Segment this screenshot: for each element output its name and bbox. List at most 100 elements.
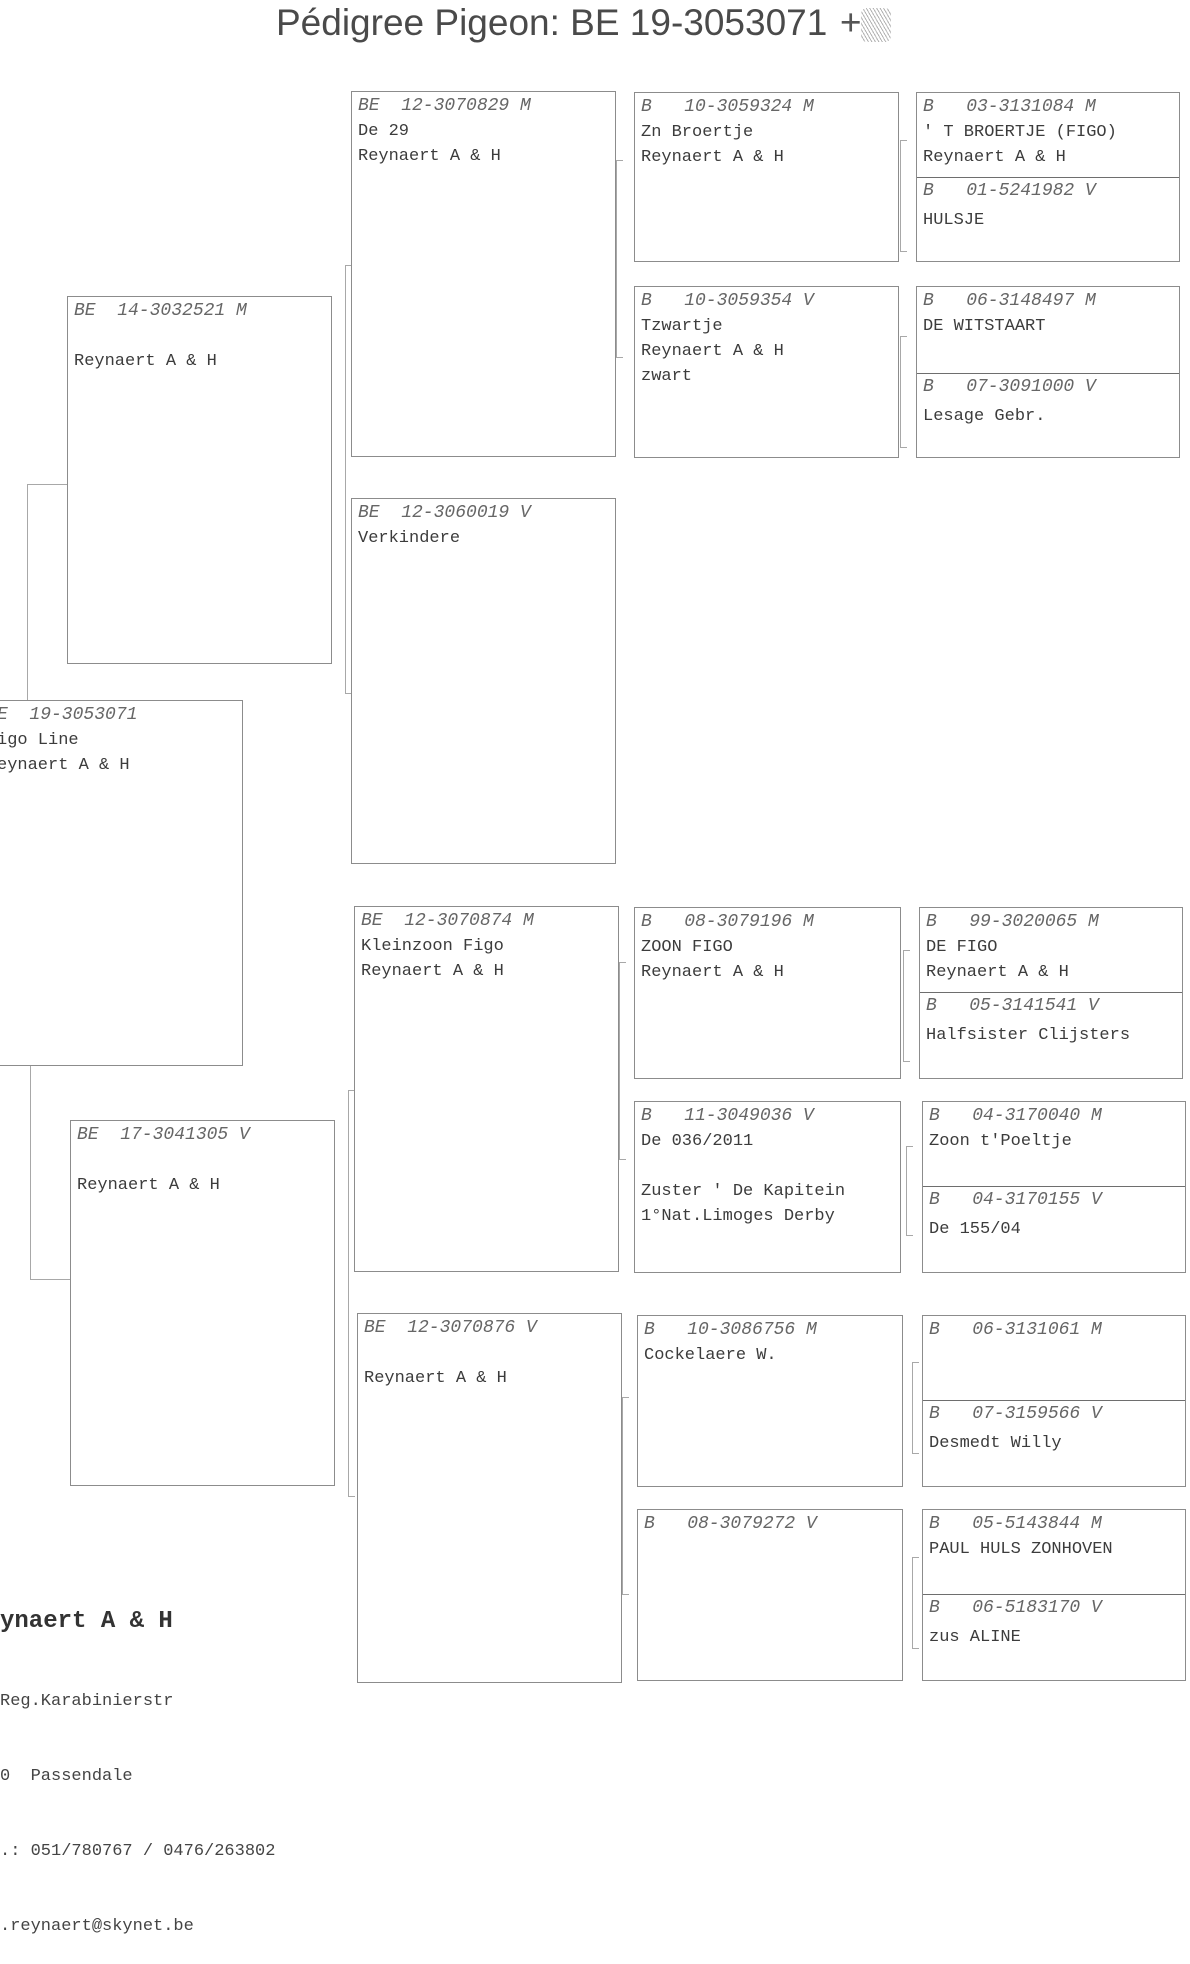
pigeon-line: Halfsister Clijsters	[926, 1026, 1131, 1045]
connector	[622, 1397, 629, 1595]
email-line: .reynaert@skynet.be	[0, 1917, 194, 1936]
pigeon-line: HULSJE	[923, 211, 985, 230]
address-line: Reg.Karabinierstr	[0, 1692, 174, 1711]
connector	[616, 160, 623, 358]
pigeon-line: De 155/04	[929, 1220, 1021, 1239]
pigeon-line: DE FIGO	[926, 938, 998, 957]
connector	[906, 1146, 913, 1236]
pigeon-line: Lesage Gebr.	[923, 407, 1046, 426]
pigeon-card-subject[interactable]: E 19-3053071 igo Line eynaert A & H	[0, 700, 243, 1066]
ring-number: B 07-3091000 V	[923, 377, 1096, 397]
pigeon-card-granddam-maternal[interactable]: BE 12-3070876 V Reynaert A & H	[357, 1313, 622, 1683]
pigeon-card-gg-6[interactable]: B 08-3079272 V	[637, 1509, 903, 1681]
ring-number: B 99-3020065 M	[926, 912, 1099, 932]
pigeon-line: Reynaert A & H	[358, 147, 501, 166]
pigeon-card-grandsire-paternal[interactable]: BE 12-3070829 M De 29 Reynaert A & H	[351, 91, 616, 457]
pigeon-card-dam[interactable]: BE 17-3041305 V Reynaert A & H	[70, 1120, 335, 1486]
pigeon-line: Zoon t'Poeltje	[929, 1132, 1072, 1151]
scribble-icon	[860, 8, 891, 43]
divider	[923, 1186, 1185, 1187]
pigeon-card-pair-3[interactable]: B 99-3020065 M DE FIGO Reynaert A & H B …	[919, 907, 1183, 1079]
divider	[917, 177, 1179, 178]
pigeon-line: De 29	[358, 122, 410, 141]
ring-number: BE 12-3070874 M	[361, 911, 534, 931]
ring-number: B 08-3079272 V	[644, 1514, 817, 1534]
divider	[917, 373, 1179, 374]
title-text: Pédigree Pigeon: BE 19-3053071	[276, 2, 828, 43]
pigeon-line: Reynaert A & H	[641, 148, 784, 167]
ring-number: B 04-3170040 M	[929, 1106, 1102, 1126]
pigeon-card-gg-5[interactable]: B 10-3086756 M Cockelaere W.	[637, 1315, 903, 1487]
phone-line: .: 051/780767 / 0476/263802	[0, 1842, 276, 1861]
ring-number: BE 17-3041305 V	[77, 1125, 250, 1145]
pigeon-line: eynaert A & H	[0, 756, 130, 775]
pigeon-line: ' T BROERTJE (FIGO)	[923, 123, 1117, 142]
ring-number: BE 12-3070876 V	[364, 1318, 537, 1338]
ring-number: B 04-3170155 V	[929, 1190, 1102, 1210]
pigeon-card-pair-4[interactable]: B 04-3170040 M Zoon t'Poeltje B 04-31701…	[922, 1101, 1186, 1273]
pigeon-line: Reynaert A & H	[74, 352, 217, 371]
breeder-name: ynaert A & H	[0, 1608, 173, 1635]
connector	[912, 1362, 919, 1454]
ring-number: B 08-3079196 M	[641, 912, 814, 932]
pigeon-line: PAUL HULS ZONHOVEN	[929, 1540, 1113, 1559]
pigeon-line: ZOON FIGO	[641, 938, 733, 957]
divider	[923, 1400, 1185, 1401]
page-title: Pédigree Pigeon: BE 19-3053071 +	[276, 2, 891, 44]
ring-number: BE 14-3032521 M	[74, 301, 247, 321]
handwritten-mark: +	[839, 2, 861, 43]
pigeon-card-granddam-paternal[interactable]: BE 12-3060019 V Verkindere	[351, 498, 616, 864]
pigeon-card-pair-6[interactable]: B 05-5143844 M PAUL HULS ZONHOVEN B 06-5…	[922, 1509, 1186, 1681]
pigeon-line: Reynaert A & H	[77, 1176, 220, 1195]
pigeon-line: Kleinzoon Figo	[361, 937, 504, 956]
pigeon-line: Reynaert A & H	[923, 148, 1066, 167]
pigeon-card-grandsire-maternal[interactable]: BE 12-3070874 M Kleinzoon Figo Reynaert …	[354, 906, 619, 1272]
pigeon-line: DE WITSTAART	[923, 317, 1046, 336]
pigeon-card-gg-3[interactable]: B 08-3079196 M ZOON FIGO Reynaert A & H	[634, 907, 901, 1079]
pigeon-card-gg-1[interactable]: B 10-3059324 M Zn Broertje Reynaert A & …	[634, 92, 899, 262]
ring-number: B 06-5183170 V	[929, 1598, 1102, 1618]
ring-number: B 03-3131084 M	[923, 97, 1096, 117]
pigeon-line: Reynaert A & H	[641, 342, 784, 361]
pigeon-card-pair-1[interactable]: B 03-3131084 M ' T BROERTJE (FIGO) Reyna…	[916, 92, 1180, 262]
pigeon-line: Zuster ' De Kapitein	[641, 1182, 846, 1201]
pigeon-line: zwart	[641, 367, 693, 386]
ring-number: B 07-3159566 V	[929, 1404, 1102, 1424]
connector	[903, 950, 910, 1062]
ring-number: B 05-5143844 M	[929, 1514, 1102, 1534]
connector	[900, 336, 907, 448]
divider	[920, 992, 1182, 993]
connector	[345, 265, 352, 694]
ring-number: B 10-3086756 M	[644, 1320, 817, 1340]
pigeon-line: Zn Broertje	[641, 123, 754, 142]
pigeon-card-gg-2[interactable]: B 10-3059354 V Tzwartje Reynaert A & H z…	[634, 286, 899, 458]
ring-number: B 10-3059354 V	[641, 291, 814, 311]
pigeon-line: igo Line	[0, 731, 79, 750]
connector	[30, 1066, 71, 1280]
ring-number: BE 12-3070829 M	[358, 96, 531, 116]
pigeon-line: Reynaert A & H	[926, 963, 1069, 982]
pigeon-line: zus ALINE	[929, 1628, 1021, 1647]
pigeon-line: Cockelaere W.	[644, 1346, 777, 1365]
pigeon-line: Desmedt Willy	[929, 1434, 1062, 1453]
ring-number: B 05-3141541 V	[926, 996, 1099, 1016]
breeder-contact: ynaert A & H Reg.Karabinierstr 0 Passend…	[0, 1555, 275, 1964]
ring-number: B 11-3049036 V	[641, 1106, 814, 1126]
connector	[900, 140, 907, 252]
connector	[27, 484, 68, 708]
pigeon-card-pair-5[interactable]: B 06-3131061 M B 07-3159566 V Desmedt Wi…	[922, 1315, 1186, 1487]
pigeon-card-pair-2[interactable]: B 06-3148497 M DE WITSTAART B 07-3091000…	[916, 286, 1180, 458]
city-line: 0 Passendale	[0, 1767, 133, 1786]
pigeon-line: Reynaert A & H	[361, 962, 504, 981]
pigeon-card-gg-4[interactable]: B 11-3049036 V De 036/2011 Zuster ' De K…	[634, 1101, 901, 1273]
ring-number: B 06-3131061 M	[929, 1320, 1102, 1340]
pigeon-line: 1°Nat.Limoges Derby	[641, 1207, 835, 1226]
ring-number: B 06-3148497 M	[923, 291, 1096, 311]
divider	[923, 1594, 1185, 1595]
connector	[912, 1557, 919, 1649]
pigeon-line: Reynaert A & H	[641, 963, 784, 982]
pigeon-card-sire[interactable]: BE 14-3032521 M Reynaert A & H	[67, 296, 332, 664]
ring-number: E 19-3053071	[0, 705, 138, 725]
pigeon-line: Tzwartje	[641, 317, 723, 336]
pigeon-line: Verkindere	[358, 529, 461, 548]
